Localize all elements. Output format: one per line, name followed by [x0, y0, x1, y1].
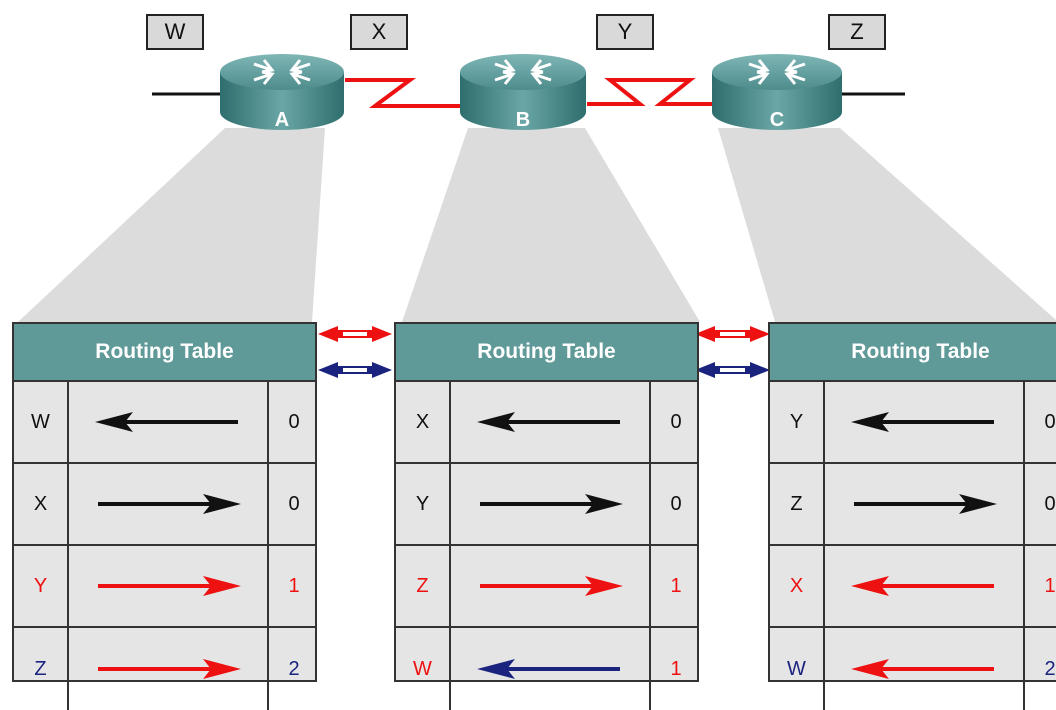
arrow-right-icon [69, 546, 267, 626]
route-hop-count: 0 [649, 382, 701, 462]
router-arrows-icon [253, 59, 311, 85]
router-label-a: A [275, 109, 289, 131]
route-hop-count: 1 [649, 546, 701, 626]
diagram-canvas: A B C [18, 54, 1056, 378]
routing-table-title: Routing Table [770, 324, 1056, 382]
arrow-right-icon [451, 546, 649, 626]
route-destination: W [770, 628, 825, 710]
arrow-left-icon [69, 382, 267, 462]
route-hop-count: 2 [1023, 628, 1056, 710]
router-c [712, 54, 842, 130]
update-arrow-blue-ab [318, 362, 392, 378]
routing-table-title: Routing Table [14, 324, 315, 382]
projection-cone-a [18, 128, 325, 322]
route-destination: Z [770, 464, 825, 544]
router-label-c: C [770, 109, 784, 131]
projection-cone-b [402, 128, 700, 322]
routing-table-title: Routing Table [396, 324, 697, 382]
route-destination: Y [396, 464, 451, 544]
network-label-w: W [146, 14, 204, 50]
serial-link-x [345, 78, 460, 108]
route-destination: Y [14, 546, 69, 626]
route-hop-count: 0 [267, 464, 319, 544]
update-arrow-red-ab [318, 326, 392, 342]
route-hop-count: 1 [1023, 546, 1056, 626]
arrow-right-icon [825, 464, 1023, 544]
route-destination: Z [14, 628, 69, 710]
arrow-left-icon [825, 628, 1023, 710]
arrow-right-icon [451, 464, 649, 544]
route-destination: X [396, 382, 451, 462]
serial-link-y [587, 78, 712, 106]
router-a [220, 54, 344, 130]
route-destination: W [14, 382, 69, 462]
network-label-y: Y [596, 14, 654, 50]
router-label-b: B [516, 109, 530, 131]
route-destination: Z [396, 546, 451, 626]
network-label-z: Z [828, 14, 886, 50]
router-b [460, 54, 586, 130]
route-hop-count: 2 [267, 628, 319, 710]
arrow-left-icon [451, 382, 649, 462]
route-hop-count: 1 [649, 628, 701, 710]
arrow-left-icon [825, 382, 1023, 462]
router-arrows-icon [494, 59, 552, 85]
arrow-right-icon [69, 628, 267, 710]
route-destination: W [396, 628, 451, 710]
arrow-left-icon [825, 546, 1023, 626]
route-hop-count: 0 [1023, 382, 1056, 462]
network-label-x: X [350, 14, 408, 50]
route-hop-count: 1 [267, 546, 319, 626]
arrow-right-icon [69, 464, 267, 544]
arrow-left-icon [451, 628, 649, 710]
route-hop-count: 0 [1023, 464, 1056, 544]
router-arrows-icon [748, 59, 806, 85]
update-arrow-red-bc [695, 326, 770, 342]
route-destination: X [770, 546, 825, 626]
route-destination: X [14, 464, 69, 544]
update-arrow-blue-bc [695, 362, 770, 378]
projection-cone-c [718, 128, 1056, 322]
route-destination: Y [770, 382, 825, 462]
route-hop-count: 0 [649, 464, 701, 544]
route-hop-count: 0 [267, 382, 319, 462]
